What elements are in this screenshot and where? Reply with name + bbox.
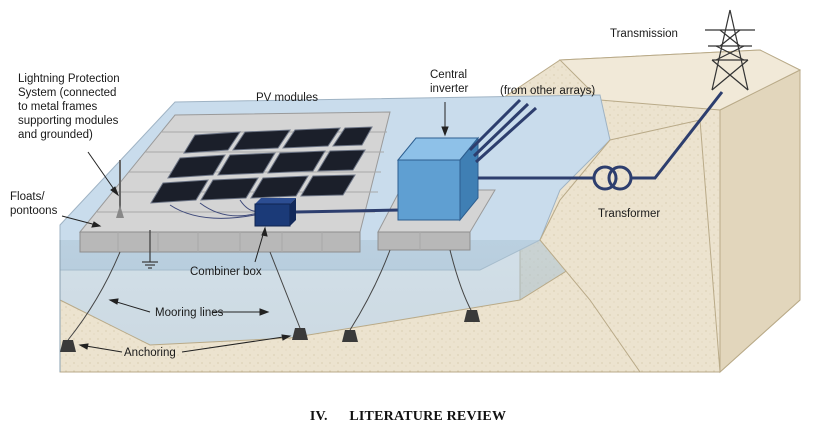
section-number: IV.	[309, 409, 328, 424]
floats-label: Floats/ pontoons	[10, 191, 58, 217]
transformer-label: Transformer	[598, 208, 660, 220]
other-array-cables	[468, 98, 538, 164]
central-inverter-label: Central inverter	[430, 69, 470, 95]
mooring-lines-label: Mooring lines	[155, 307, 224, 319]
lakebed	[59, 179, 721, 373]
floating-pv-diagram: Lightning Protection System (connected t…	[10, 9, 802, 374]
other-arrays-label: (from other arrays)	[500, 85, 595, 97]
lightning-label: Lightning Protection System (connected t…	[18, 73, 123, 141]
lightning-rod	[116, 160, 124, 218]
transmission-label: Transmission	[610, 28, 678, 40]
anchoring-label: Anchoring	[124, 347, 176, 359]
combiner-box-label: Combiner box	[190, 266, 262, 278]
combiner-box	[254, 198, 296, 227]
pv-modules-label: PV modules	[256, 92, 318, 104]
ground-symbol	[142, 230, 158, 269]
anchoring-leader-right	[181, 335, 291, 353]
pv-modules	[150, 126, 373, 204]
dc-cable	[295, 208, 401, 214]
central-inverter	[396, 136, 480, 222]
mooring-lines	[67, 249, 473, 341]
transmission-cable	[631, 91, 724, 180]
anchors	[60, 310, 480, 352]
section-title: LITERATURE REVIEW	[349, 409, 507, 424]
lightning-leader	[87, 151, 119, 196]
section-heading: IV. LITERATURE REVIEW	[0, 409, 816, 425]
transmission-tower	[705, 9, 755, 91]
